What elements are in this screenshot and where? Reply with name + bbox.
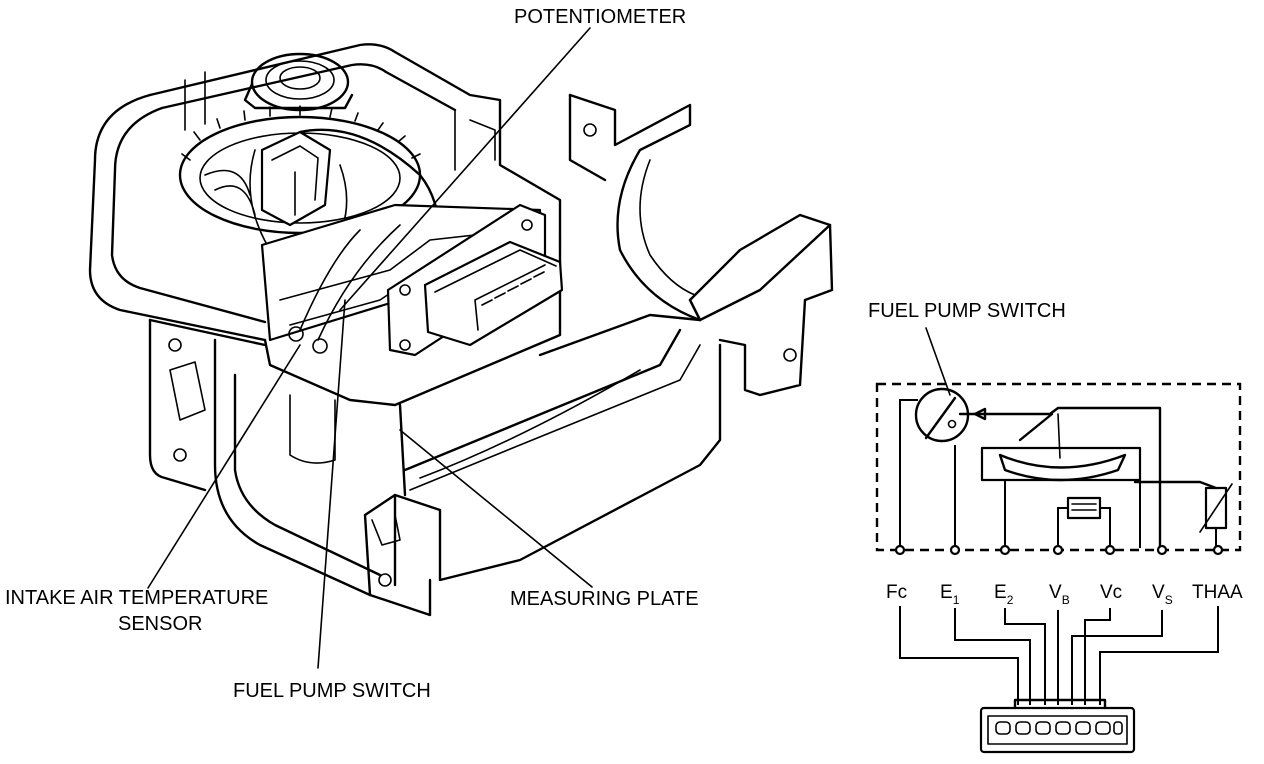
thaa-sensor-symbol xyxy=(1133,480,1233,533)
label-intake-air-temp-line2: SENSOR xyxy=(118,613,202,635)
fuel-pump-switch-symbol xyxy=(914,387,1162,550)
label-measuring-plate: MEASURING PLATE xyxy=(510,588,699,610)
terminal-label-vs: VS xyxy=(1152,582,1173,607)
terminal-label-vb: VB xyxy=(1049,582,1070,607)
label-fuel-pump-switch-schematic: FUEL PUMP SWITCH xyxy=(868,300,1066,322)
terminal-label-fc: Fc xyxy=(886,582,907,603)
air-flow-meter-drawing xyxy=(88,43,834,617)
connector-assembly xyxy=(386,203,564,357)
potentiometer-body xyxy=(249,128,442,266)
terminal-label-vc: Vc xyxy=(1100,582,1122,603)
air-duct-flange xyxy=(568,93,834,397)
leader-intake-air-temp xyxy=(147,344,301,589)
label-potentiometer: POTENTIOMETER xyxy=(514,6,686,28)
leader-potentiometer xyxy=(339,27,591,311)
terminal-label-thaa: THAA xyxy=(1192,582,1243,603)
terminal-label-e2: E2 xyxy=(994,582,1014,607)
wiring-schematic: FUEL PUMP SWITCH xyxy=(868,300,1243,754)
label-fuel-pump-switch-bottom: FUEL PUMP SWITCH xyxy=(233,680,431,702)
callout-leaders xyxy=(147,27,593,669)
terminal-nodes xyxy=(894,544,1224,556)
lower-housing xyxy=(148,313,722,617)
leader-fuel-pump-switch xyxy=(317,299,346,669)
spring-coil xyxy=(243,52,354,112)
leader-measuring-plate xyxy=(399,429,593,588)
vc-module xyxy=(1066,496,1102,520)
terminal-label-e1: E1 xyxy=(940,582,960,607)
potentiometer-symbol xyxy=(980,412,1142,482)
label-intake-air-temp-line1: INTAKE AIR TEMPERATURE xyxy=(5,587,268,609)
wiring-connector xyxy=(979,698,1136,754)
